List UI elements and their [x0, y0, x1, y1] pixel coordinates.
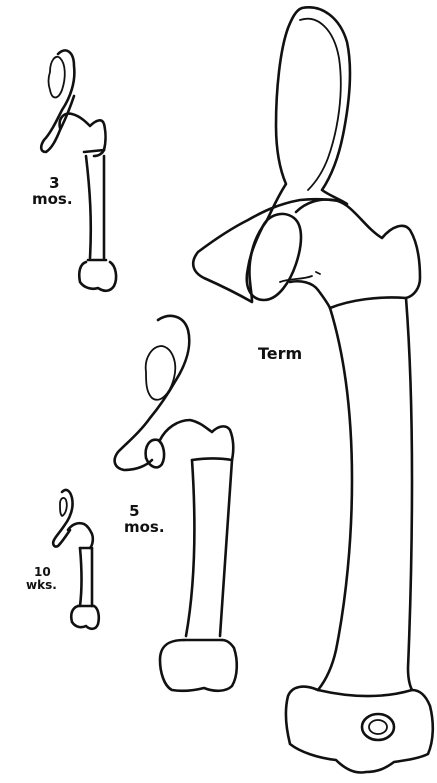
ten-week-shaft [80, 548, 92, 606]
term-distal-epiphysis [286, 687, 433, 773]
five-month-femur-proximal [160, 420, 233, 460]
three-month-femur [41, 50, 116, 290]
ten-week-femur-proximal [68, 523, 93, 548]
five-month-ilium [115, 316, 190, 470]
three-month-distal-epiphysis [79, 262, 116, 291]
term-distal-growth-line [318, 690, 412, 696]
term-shaft-lateral [406, 298, 412, 690]
term-shaft-medial [318, 308, 352, 690]
five-month-shaft-lateral [220, 460, 232, 636]
three-month-proximal-growth-line [84, 150, 104, 152]
label-five-months-unit: mos. [124, 520, 165, 536]
five-month-femoral-head [146, 440, 164, 468]
label-three-months: 3 mos. [36, 176, 73, 208]
term-ossification-nucleus-outer [362, 714, 394, 740]
five-month-distal-epiphysis [160, 640, 237, 691]
five-month-proximal-growth-line [192, 459, 232, 461]
term-femur-proximal [296, 200, 420, 299]
five-month-shaft-medial [186, 460, 194, 636]
label-five-months: 5 mos. [124, 504, 165, 536]
term-ilium [193, 7, 350, 302]
three-month-shaft [86, 156, 104, 258]
label-ten-weeks-unit: wks. [26, 579, 57, 592]
ten-week-ischium [60, 498, 67, 516]
label-term: Term [258, 346, 302, 363]
term-proximal-growth-line [330, 297, 406, 308]
label-ten-weeks: 10 wks. [26, 566, 57, 591]
ten-week-femur [53, 490, 99, 629]
five-month-ischium [146, 346, 176, 400]
term-neck [290, 281, 330, 308]
term-detail-tick [316, 272, 320, 274]
three-month-ischium [49, 57, 65, 98]
ten-week-distal-epiphysis [71, 606, 99, 629]
term-femur [193, 7, 433, 772]
three-month-ilium [41, 50, 74, 152]
label-ten-weeks-age: 10 [28, 566, 57, 579]
label-three-months-unit: mos. [32, 192, 73, 208]
term-ossification-nucleus-inner [369, 720, 387, 734]
term-femoral-head [247, 214, 301, 300]
